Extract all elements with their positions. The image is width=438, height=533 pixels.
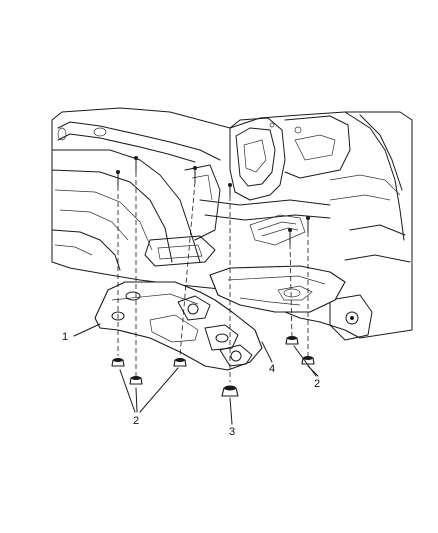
leader-lines <box>73 323 319 425</box>
callout-4: 4 <box>269 363 275 375</box>
nut-left-b <box>129 376 143 385</box>
nut-right-a <box>285 336 299 345</box>
callout-2-right: 2 <box>314 378 320 390</box>
nut-left-c <box>173 358 187 367</box>
callout-1: 1 <box>62 331 68 343</box>
nut-left-a <box>111 358 125 367</box>
skid-plate-right <box>209 265 346 313</box>
nut-center <box>221 385 239 397</box>
vehicle-underbody <box>51 107 413 341</box>
fasteners <box>111 156 315 397</box>
callout-3: 3 <box>229 426 235 438</box>
callout-2-left: 2 <box>133 415 139 427</box>
nut-right-b <box>301 356 315 365</box>
skid-plate-left <box>94 281 263 371</box>
